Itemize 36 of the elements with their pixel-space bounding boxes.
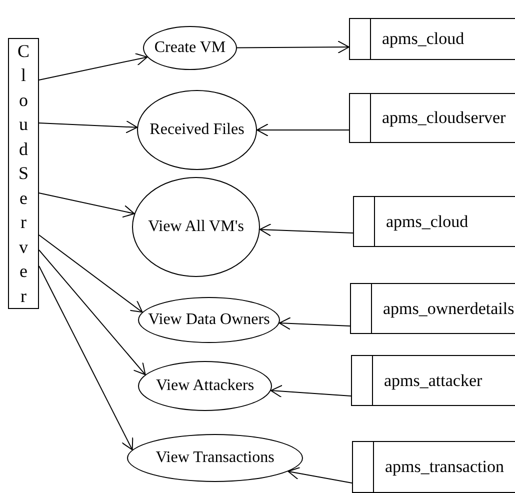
data-store-box (353, 196, 515, 247)
use-case-ellipse (138, 297, 280, 343)
arrow (38, 266, 134, 450)
use-case-ellipse (143, 26, 237, 70)
table-name: apms_cloud (386, 212, 468, 232)
table-name: apms_attacker (384, 370, 482, 390)
data-store-box (349, 18, 515, 60)
arrow (288, 466, 352, 484)
arrow (236, 40, 350, 54)
arrow (38, 250, 146, 376)
arrow (278, 316, 350, 330)
use-case-label: View Attackers (156, 377, 254, 395)
data-store-box (350, 283, 515, 334)
table-name: apms_cloudserver (382, 108, 506, 128)
table-name: apms_transaction (385, 457, 504, 477)
table-name: apms_ownerdetails (383, 298, 514, 318)
use-case-ellipse (127, 434, 303, 482)
use-case-ellipse (138, 361, 272, 411)
arrow (38, 192, 135, 218)
table-name: apms_cloud (382, 29, 464, 49)
data-store-box (352, 441, 515, 493)
use-case-label: View Data Owners (148, 311, 270, 329)
actor-box (8, 38, 39, 309)
use-case-label: View Transactions (156, 449, 274, 467)
arrow (38, 52, 148, 80)
use-case-label: Create VM (154, 39, 226, 57)
arrow (38, 234, 143, 313)
arrow (270, 384, 352, 398)
arrow (259, 223, 354, 236)
data-store-box (349, 93, 515, 143)
data-store-box (351, 355, 515, 406)
use-case-label: View All VM's (148, 218, 244, 236)
arrow (38, 120, 138, 134)
arrow (256, 124, 350, 136)
use-case-label: Received Files (150, 121, 244, 139)
actor-name: CloudServer (17, 40, 30, 308)
